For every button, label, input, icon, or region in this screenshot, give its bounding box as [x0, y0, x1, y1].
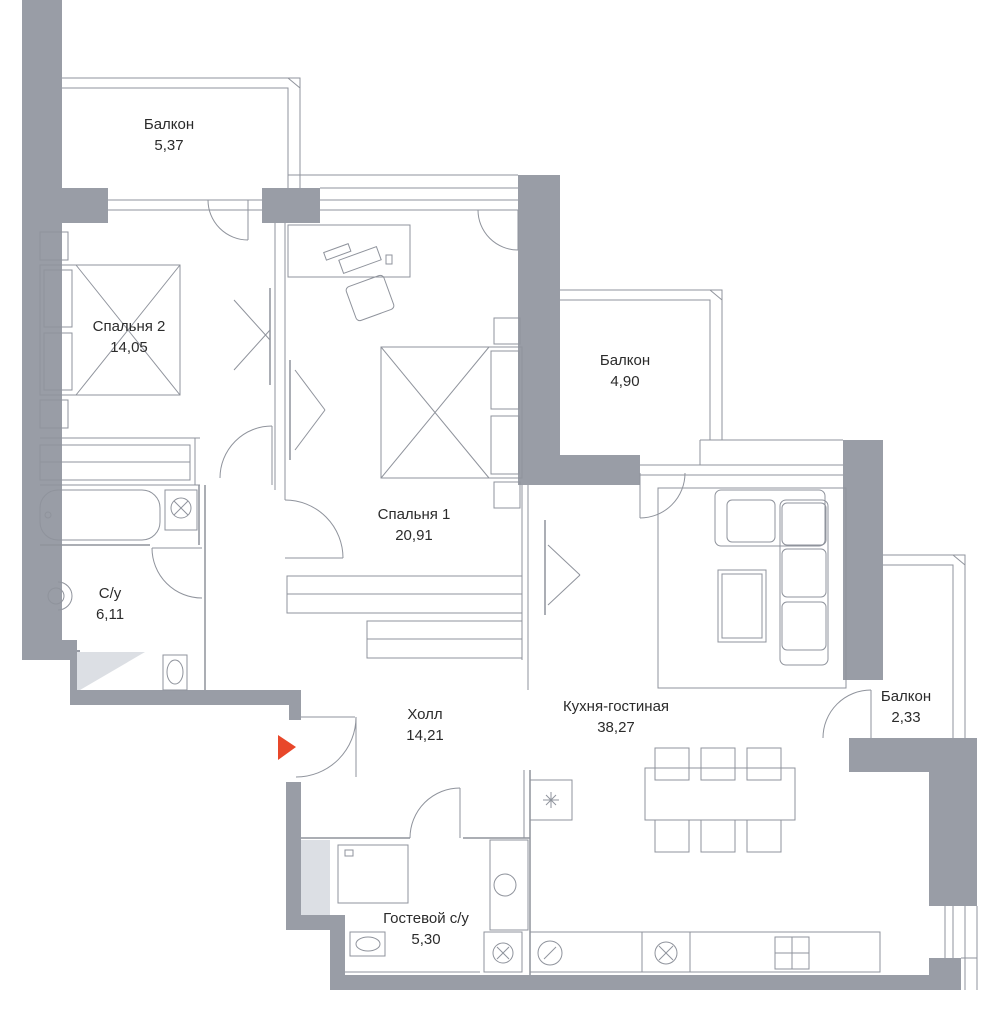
room-name: Балкон	[880, 688, 932, 705]
room-name: Холл	[407, 706, 443, 723]
room-area: 5,37	[154, 137, 184, 154]
stove-icon	[537, 940, 563, 966]
dining-table-icon	[644, 767, 796, 821]
chair-icon	[746, 819, 782, 853]
bathroom-fixtures	[39, 489, 198, 691]
toilet-icon	[349, 931, 386, 957]
room-name: Кухня-гостиная	[562, 698, 670, 715]
room-name: Балкон	[143, 116, 195, 133]
chair-icon	[700, 819, 736, 853]
washing-machine-icon	[654, 941, 678, 965]
washing-machine-icon	[170, 497, 192, 519]
wet-zone	[301, 840, 330, 915]
bedroom-1-furniture	[286, 224, 581, 659]
nightstand	[39, 399, 69, 429]
room-label-kitchen-living: Кухня-гостиная 38,27	[563, 696, 669, 738]
chair-icon	[654, 819, 690, 853]
kitchen	[529, 779, 881, 973]
desk-icon	[287, 224, 411, 278]
room-label-guest-bathroom: Гостевой с/у 5,30	[383, 908, 469, 950]
partitions	[40, 77, 978, 990]
sofa-icon	[779, 499, 829, 666]
toilet-icon	[162, 654, 188, 691]
room-label-balcony-3: Балкон 2,33	[881, 686, 931, 728]
wet-zone	[77, 652, 145, 690]
room-label-hall: Холл 14,21	[406, 704, 444, 746]
living-furniture	[644, 487, 847, 853]
room-name: Балкон	[599, 352, 651, 369]
nightstand	[39, 231, 69, 261]
room-area: 6,11	[95, 606, 125, 623]
room-area: 2,33	[891, 709, 921, 726]
coffee-table	[717, 569, 767, 643]
washing-machine-icon	[492, 942, 514, 964]
nightstand	[493, 481, 521, 509]
room-label-bedroom-1: Спальня 1 20,91	[378, 504, 451, 546]
bathtub-icon	[39, 489, 161, 541]
sink-icon	[57, 581, 73, 611]
guest-bathroom-fixtures	[337, 839, 529, 973]
bed-icon	[39, 264, 181, 396]
room-area: 14,05	[110, 339, 148, 356]
chair-icon	[345, 274, 395, 322]
room-area: 14,21	[406, 727, 444, 744]
entrance-arrow-icon	[278, 735, 296, 760]
bed-icon	[380, 346, 523, 479]
bedroom-2-furniture	[39, 231, 271, 481]
sink-icon	[493, 873, 517, 897]
room-label-bathroom: С/у 6,11	[96, 583, 124, 625]
chair-icon	[700, 747, 736, 781]
room-area: 38,27	[597, 719, 635, 736]
room-area: 20,91	[395, 527, 433, 544]
room-name: Спальня 1	[377, 506, 451, 523]
walls	[22, 0, 977, 990]
room-name: Спальня 2	[92, 318, 166, 335]
doors	[151, 199, 872, 839]
room-area: 4,90	[610, 373, 640, 390]
room-label-balcony-1: Балкон 5,37	[144, 114, 194, 156]
chair-icon	[654, 747, 690, 781]
room-name: Гостевой с/у	[383, 910, 469, 927]
room-name: С/у	[98, 585, 122, 602]
room-label-balcony-2: Балкон 4,90	[600, 350, 650, 392]
nightstand	[493, 317, 521, 345]
room-label-bedroom-2: Спальня 2 14,05	[93, 316, 166, 358]
room-area: 5,30	[411, 931, 441, 948]
chair-icon	[746, 747, 782, 781]
shower-icon	[337, 844, 409, 904]
